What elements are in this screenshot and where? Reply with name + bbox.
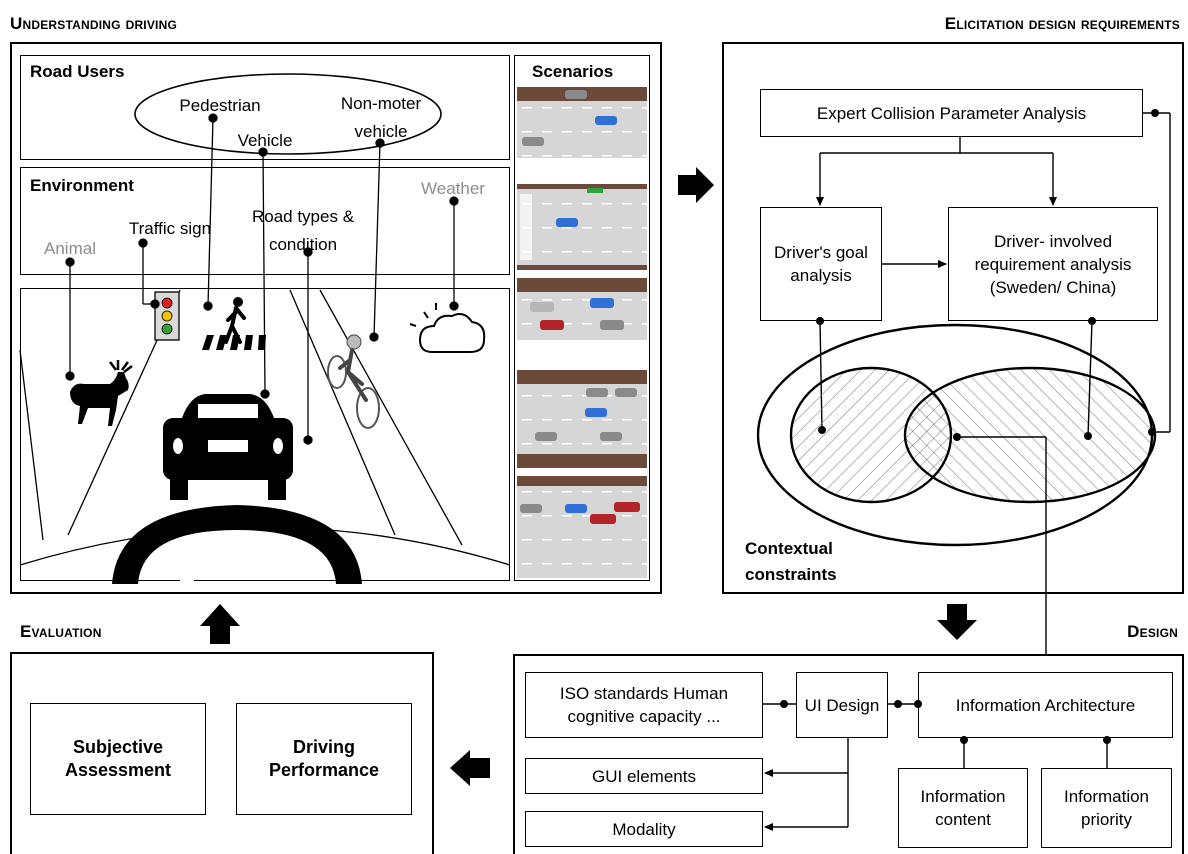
driver-involved-requirement-box: Driver- involved requirement analysis (S… [948,207,1158,321]
driving-performance-box: Driving Performance [236,703,412,815]
label-weather: Weather [421,179,485,198]
environment-title: Environment [30,176,134,195]
road-users-title: Road Users [30,62,125,81]
contextual-constraints-label: Contextual constraints [745,539,837,584]
label-animal: Animal [44,239,96,258]
information-architecture-box: Information Architecture [918,672,1173,738]
information-priority-box: Information priority [1041,768,1172,848]
gui-elements-box: GUI elements [525,758,763,794]
label-road-types: Road types & condition [251,207,355,254]
section-title-elicitation: Elicitation design requirements [944,14,1180,33]
section-title-understanding: Understanding driving [10,14,177,33]
modality-box: Modality [525,811,763,847]
label-vehicle: Vehicle [237,131,293,150]
expert-collision-analysis-box: Expert Collision Parameter Analysis [760,89,1143,137]
ui-design-box: UI Design [796,672,888,738]
section-title-evaluation: Evaluation [20,622,102,641]
iso-standards-box: ISO standards Human cognitive capacity .… [525,672,763,738]
road-users-box [20,55,510,160]
arrow-down-icon [937,604,977,640]
information-content-box: Information content [898,768,1028,848]
arrow-right-icon [678,167,714,203]
arrow-up-icon [200,604,240,644]
label-pedestrian: Pedestrian [179,96,261,115]
scenarios-title: Scenarios [532,62,614,81]
label-non-motor: Non-moter vehicle [340,94,422,141]
driver-goal-analysis-box: Driver's goal analysis [760,207,882,321]
label-traffic-sign: Traffic sign [128,219,212,238]
arrow-left-icon [450,750,490,786]
subjective-assessment-box: Subjective Assessment [30,703,206,815]
environment-box [20,167,510,275]
section-title-design: Design [1127,622,1178,641]
